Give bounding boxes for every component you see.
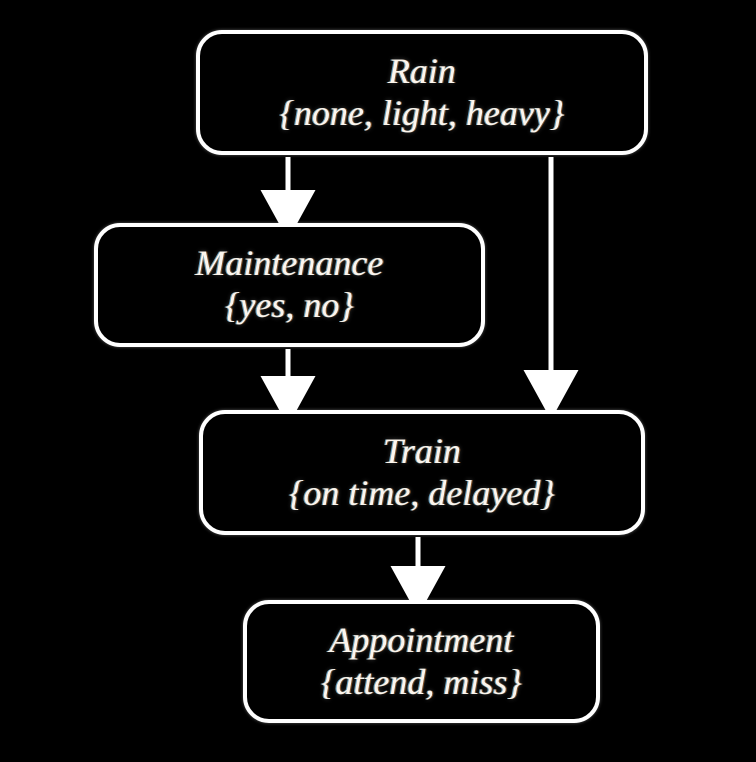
node-maintenance[interactable]: Maintenance {yes, no} (94, 223, 485, 347)
node-train-states: {on time, delayed} (289, 472, 555, 513)
node-maintenance-label: Maintenance (195, 243, 384, 284)
node-rain-states: {none, light, heavy} (279, 92, 565, 133)
node-train[interactable]: Train {on time, delayed} (199, 410, 645, 535)
node-maintenance-states: {yes, no} (225, 285, 354, 326)
node-appointment-states: {attend, miss} (321, 661, 522, 702)
node-rain-label: Rain (388, 50, 456, 91)
node-appointment[interactable]: Appointment {attend, miss} (243, 600, 600, 723)
node-train-label: Train (382, 430, 462, 471)
node-rain[interactable]: Rain {none, light, heavy} (196, 30, 648, 155)
node-appointment-label: Appointment (329, 619, 514, 660)
